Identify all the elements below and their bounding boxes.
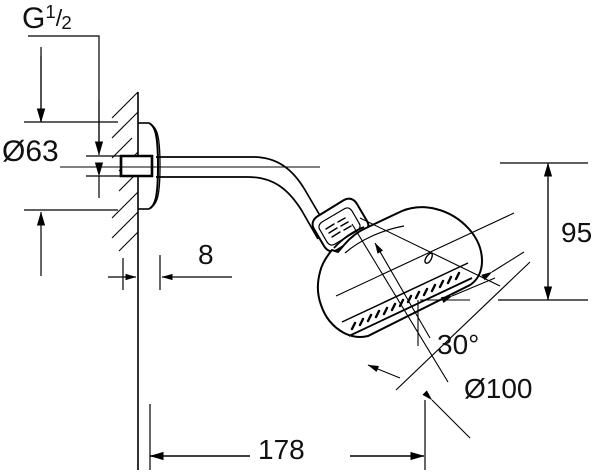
wall-flange bbox=[119, 122, 161, 210]
head-neck bbox=[333, 226, 365, 249]
shower-arm bbox=[156, 156, 323, 240]
thread-slash: / bbox=[55, 4, 63, 31]
label-spray-angle: 30° bbox=[437, 329, 480, 360]
head-crown-line bbox=[344, 225, 405, 254]
dim-head-drop bbox=[498, 162, 588, 301]
wall-section bbox=[111, 91, 139, 470]
dim-flange-diameter bbox=[24, 56, 118, 276]
shower-head bbox=[316, 206, 484, 338]
label-thread-size: G1/2 bbox=[22, 2, 73, 35]
spray-face bbox=[341, 252, 473, 337]
thread-numerator: 1 bbox=[45, 0, 56, 22]
label-head-diameter: Ø100 bbox=[464, 373, 533, 404]
thread-fraction: 1/2 bbox=[45, 2, 72, 33]
dim-thread-size bbox=[24, 35, 126, 198]
dim-head-diameter bbox=[335, 212, 531, 439]
label-flange-diameter: Ø63 bbox=[2, 135, 59, 168]
grohe-brand-plate bbox=[325, 217, 352, 238]
dim-flange-thickness bbox=[108, 255, 232, 290]
thread-letter: G bbox=[22, 2, 46, 35]
label-head-drop: 95 bbox=[561, 217, 593, 248]
dim-arm-projection bbox=[149, 400, 426, 470]
label-arm-projection: 178 bbox=[258, 434, 305, 465]
thread-denominator: 2 bbox=[61, 11, 72, 33]
label-flange-thickness: 8 bbox=[198, 239, 214, 270]
